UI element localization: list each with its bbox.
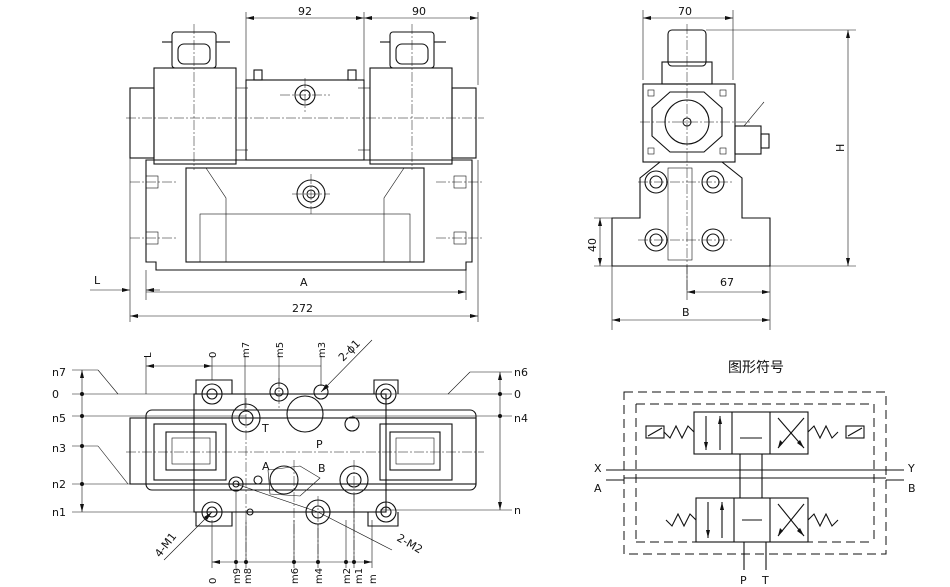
symbol-port-Y: Y bbox=[907, 462, 915, 475]
dim-67: 67 bbox=[720, 276, 734, 289]
bottom-label-m: m bbox=[368, 574, 379, 584]
right-label-0: 0 bbox=[514, 388, 521, 401]
left-label-n3: n3 bbox=[52, 442, 66, 455]
bottom-label-m9: m9 bbox=[232, 568, 243, 584]
symbol-port-A: A bbox=[594, 482, 602, 495]
dim-90: 90 bbox=[412, 5, 426, 18]
dim-H: H bbox=[834, 144, 847, 152]
symbol-port-X: X bbox=[594, 462, 602, 475]
left-label-n2: n2 bbox=[52, 478, 66, 491]
left-label-n7: n7 bbox=[52, 366, 66, 379]
side-view: 70 H bbox=[586, 5, 856, 330]
bottom-top-0: 0 bbox=[208, 352, 219, 358]
left-label-n5: n5 bbox=[52, 412, 66, 425]
bottom-top-m7: m7 bbox=[241, 342, 252, 358]
port-label-A: A bbox=[262, 460, 270, 473]
bottom-label-m2: m2 bbox=[342, 568, 353, 584]
port-label-P: P bbox=[316, 438, 323, 451]
left-label-0: 0 bbox=[52, 388, 59, 401]
dim-70: 70 bbox=[678, 5, 692, 18]
bottom-top-m5: m5 bbox=[275, 342, 286, 358]
left-label-n1: n1 bbox=[52, 506, 66, 519]
thread-callout-2-M2: 2-M2 bbox=[395, 531, 425, 556]
port-label-B: B bbox=[318, 462, 326, 475]
dim-272: 272 bbox=[292, 302, 313, 315]
symbol-port-B: B bbox=[908, 482, 916, 495]
front-view: 92 90 bbox=[90, 5, 484, 322]
bottom-label-m6: m6 bbox=[290, 568, 301, 584]
bottom-top-L: L bbox=[143, 352, 154, 358]
thread-callout-4-M1: 4-M1 bbox=[152, 530, 179, 560]
dim-B: B bbox=[682, 306, 690, 319]
dim-92: 92 bbox=[298, 5, 312, 18]
symbol-title: 图形符号 bbox=[728, 360, 784, 376]
symbol-port-P: P bbox=[740, 574, 747, 587]
bottom-label-0: 0 bbox=[208, 578, 219, 584]
right-label-n: n bbox=[514, 504, 521, 517]
bottom-label-m8: m8 bbox=[243, 568, 254, 584]
bottom-top-m3: m3 bbox=[317, 342, 328, 358]
dim-L: L bbox=[94, 274, 101, 287]
dim-40: 40 bbox=[586, 238, 599, 252]
bottom-view: L 0 m7 m5 m3 2-ϕ1 n7 0 n5 n3 n2 n1 n6 0 … bbox=[52, 337, 528, 584]
dim-A: A bbox=[300, 276, 308, 289]
right-label-n4: n4 bbox=[514, 412, 528, 425]
bottom-label-m1: m1 bbox=[354, 568, 365, 584]
symbol-port-T: T bbox=[761, 574, 769, 587]
right-label-n6: n6 bbox=[514, 366, 528, 379]
port-label-T: T bbox=[261, 422, 269, 435]
bottom-label-m4: m4 bbox=[314, 568, 325, 584]
graphic-symbol: 图形符号 bbox=[594, 360, 916, 587]
hole-callout: 2-ϕ1 bbox=[336, 337, 363, 364]
